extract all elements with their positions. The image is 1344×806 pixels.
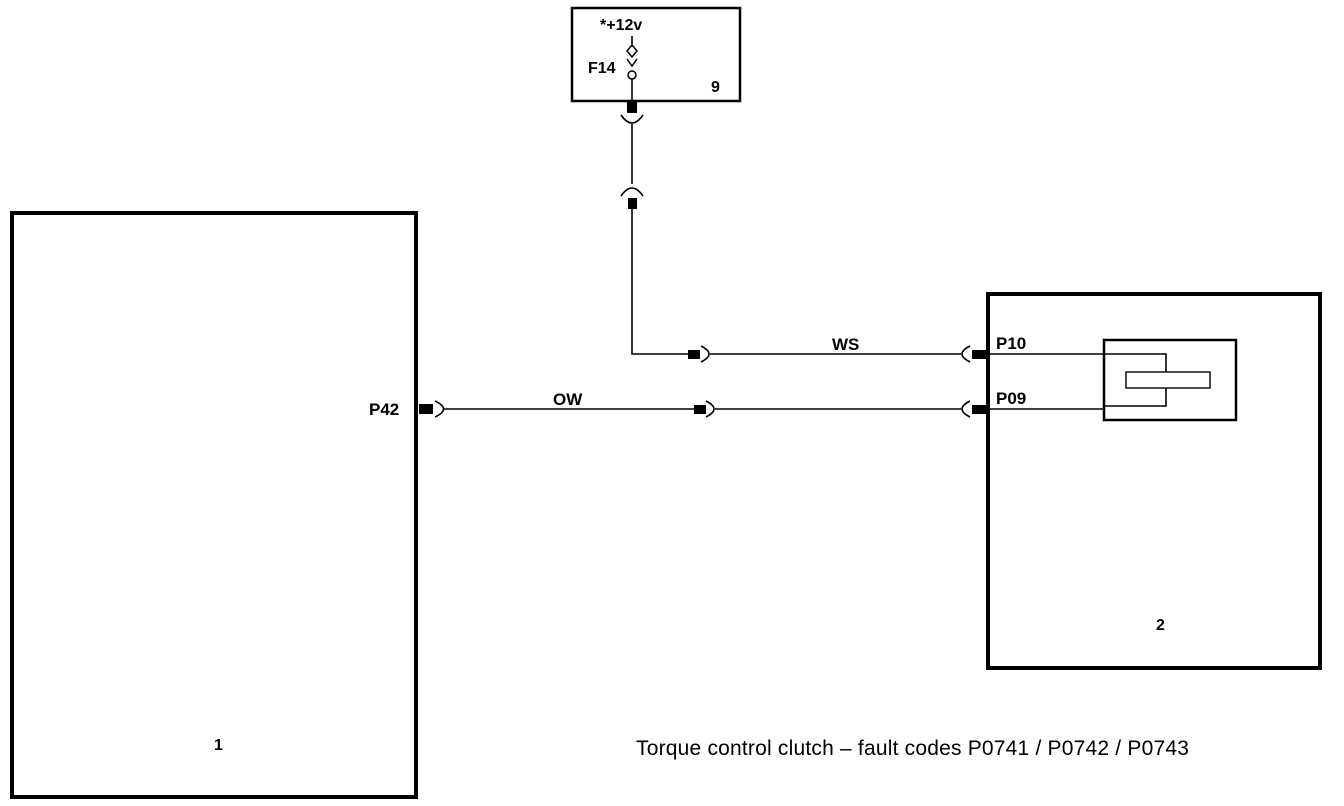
fuse-symbol-icon [626,36,638,102]
fuse-box-number: 9 [711,79,720,96]
supply-wire [620,114,688,355]
connector-socket-icon [961,400,971,418]
connector-socket-icon [620,187,644,197]
inline-connector-pin [694,405,706,414]
module-1: P42 1 [10,211,433,799]
wire-ws-label: WS [832,335,859,354]
module-2-outline [986,292,1322,670]
fuse-box-pin [627,102,637,113]
pin-p42 [419,404,433,414]
fuse-box-outline [570,6,742,103]
connector-socket-icon [434,400,445,418]
connector-socket-icon [620,114,644,124]
diagram-caption: Torque control clutch – fault codes P074… [636,737,1189,760]
module-1-outline [10,211,418,799]
wire-ow: OW [434,390,971,418]
module-2-number: 2 [1156,617,1165,634]
fuse-label: F14 [588,60,616,77]
pin-p09 [972,405,986,414]
pin-p10 [972,350,986,359]
module-1-number: 1 [214,737,223,754]
pin-p42-label: P42 [369,400,399,419]
inline-connector-pin [688,350,700,359]
fuse-box-9: *+12v F14 9 [570,6,742,113]
connector-socket-icon [705,400,715,418]
pin-p10-label: P10 [996,334,1026,353]
module-2: P10 P09 2 [972,292,1322,670]
wire-ws: WS [688,335,971,363]
inline-connector-pin [628,198,637,209]
pin-p09-label: P09 [996,389,1026,408]
supply-label: *+12v [600,17,642,34]
solenoid-icon [1102,338,1238,422]
connector-socket-icon [961,345,971,363]
connector-socket-icon [700,345,710,363]
wire-ow-label: OW [553,390,583,409]
